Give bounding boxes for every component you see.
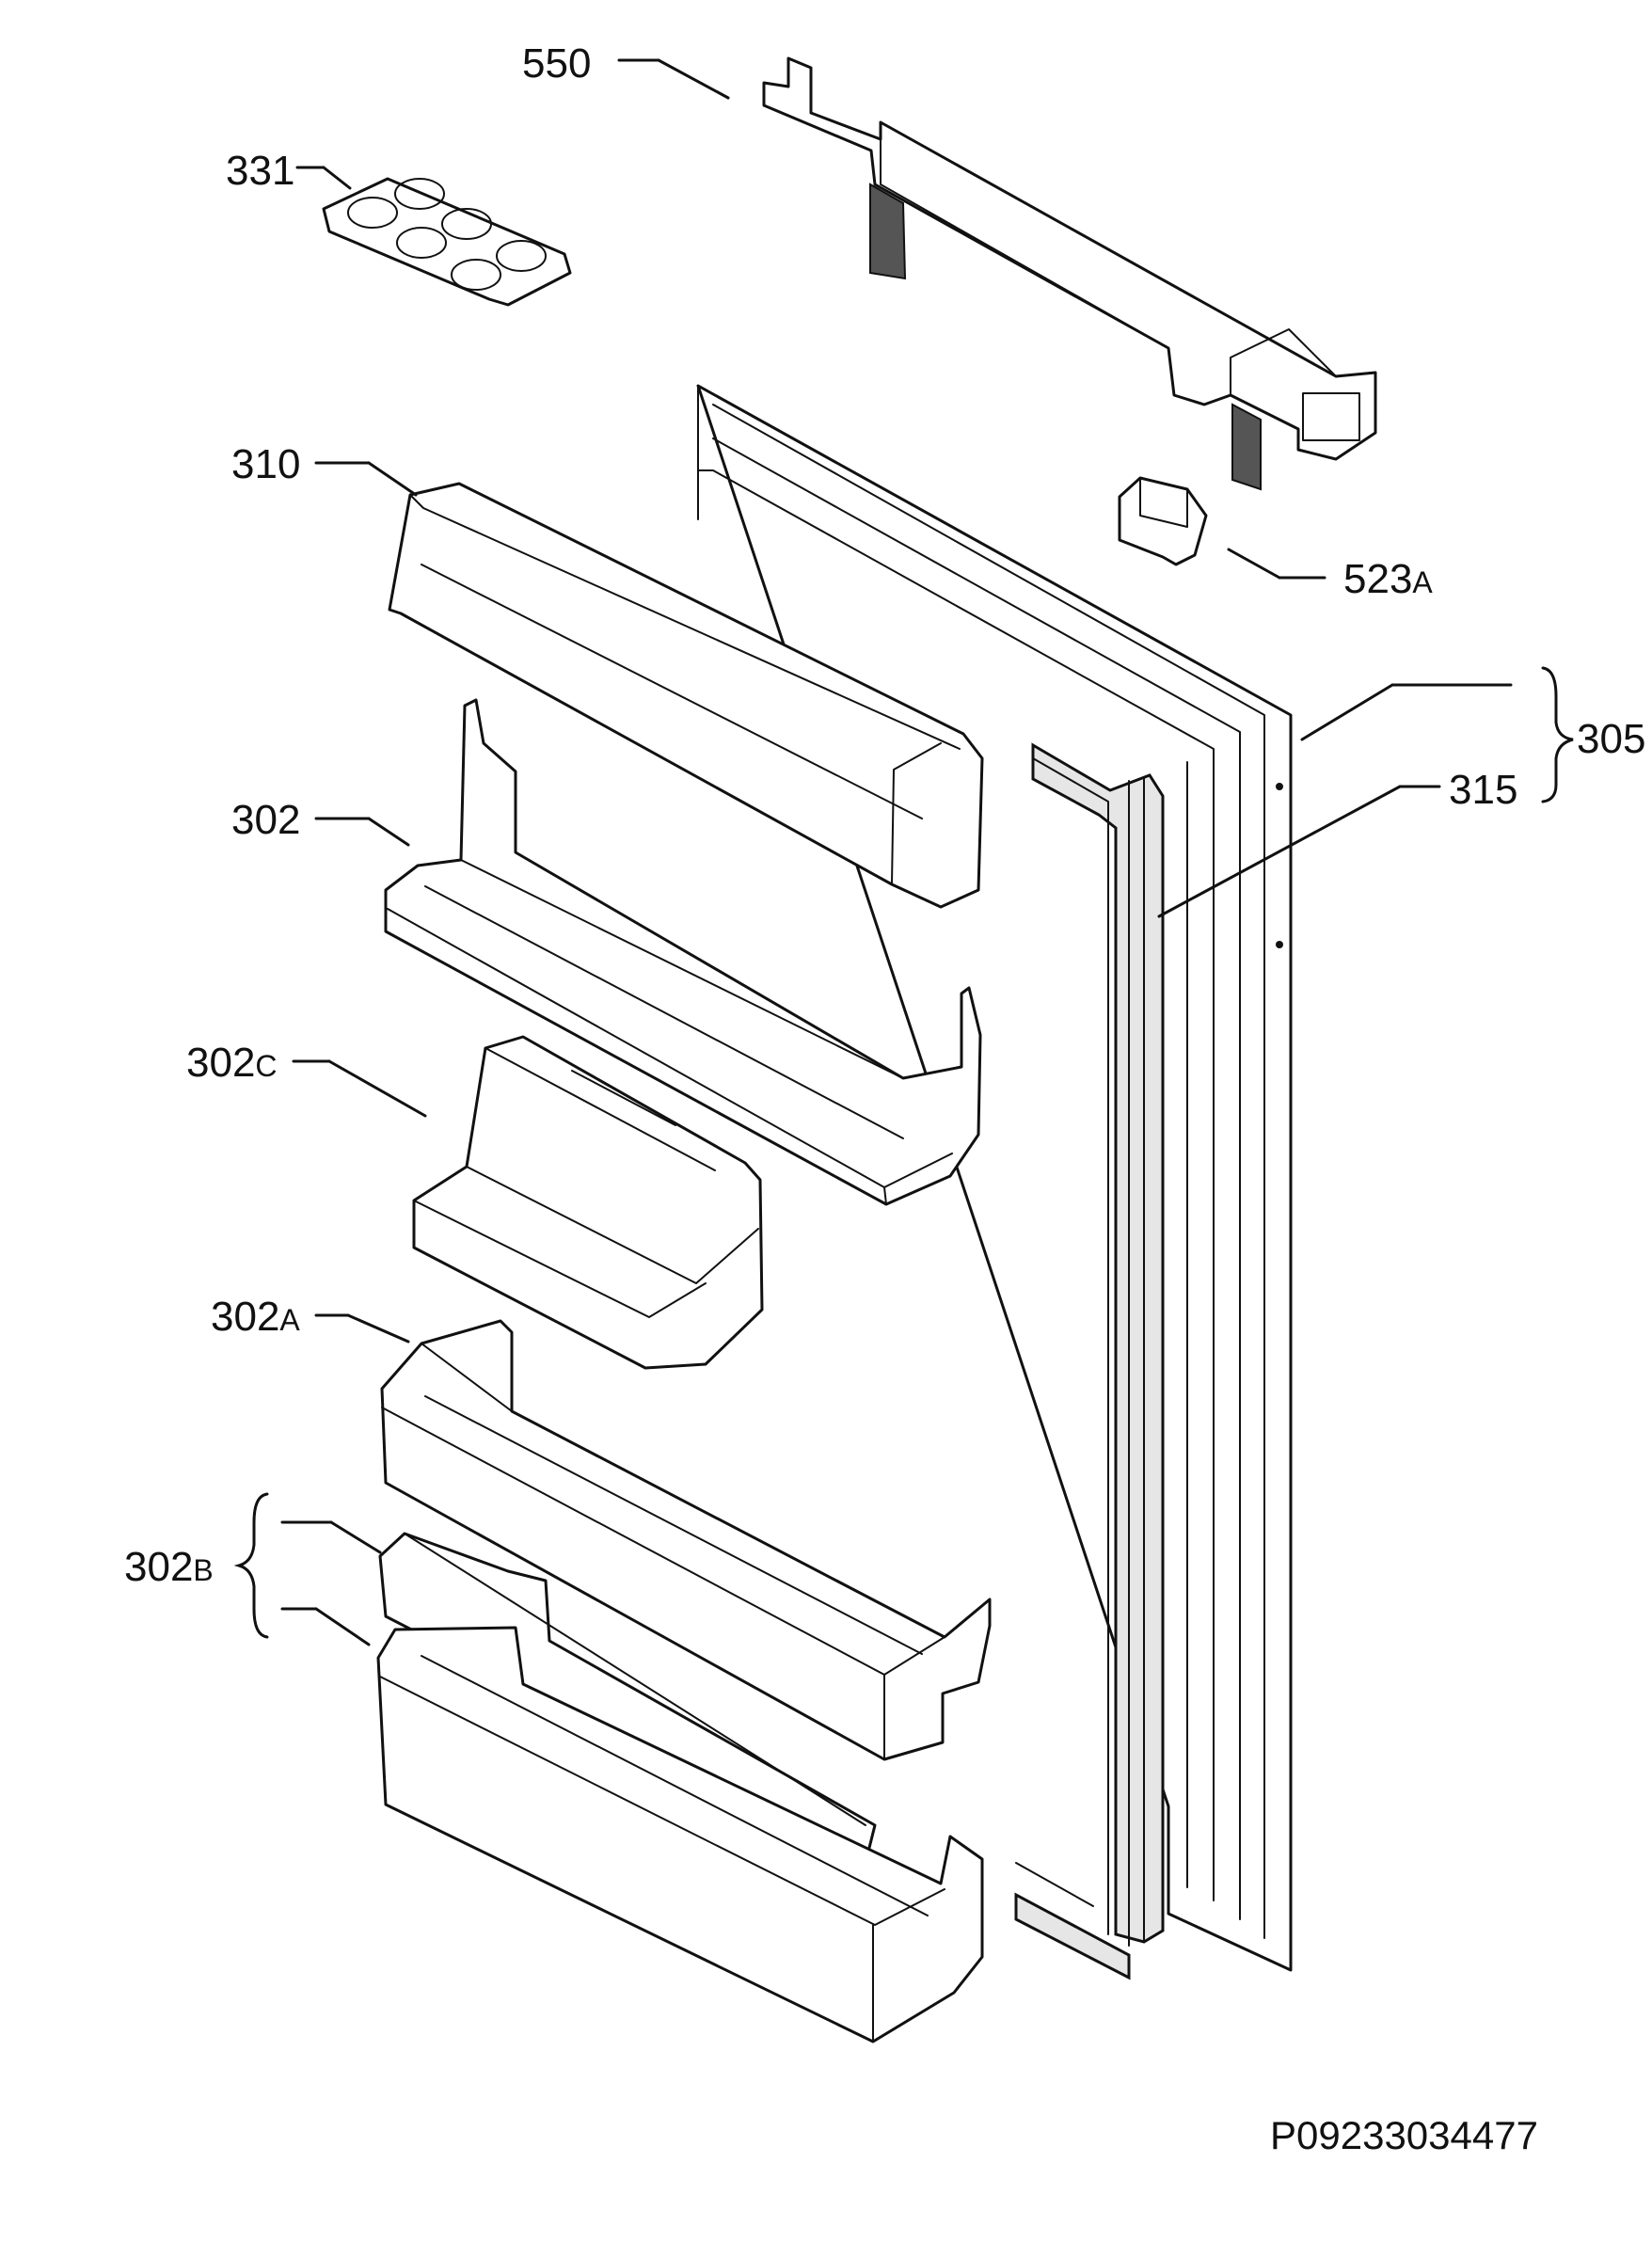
- label-331: 331: [226, 148, 294, 194]
- label-302: 302: [231, 797, 300, 843]
- leader-305: [1300, 683, 1394, 741]
- leader-331-diag: [322, 166, 352, 190]
- part-302-door-shelf: [384, 698, 982, 1206]
- leader-302b-bottom-diag: [314, 1607, 371, 1646]
- part-315-gasket: [1014, 742, 1165, 1980]
- leader-302c-diag: [327, 1059, 427, 1118]
- part-302a-door-shelf: [380, 1319, 992, 1761]
- reference-code: P09233034477: [1270, 2113, 1538, 2157]
- brace-305: [1541, 666, 1574, 803]
- label-550: 550: [522, 40, 591, 87]
- part-523a-hinge-block: [1118, 476, 1208, 566]
- leader-310-diag: [367, 461, 418, 497]
- leader-550-diag: [657, 58, 730, 100]
- label-302c: 302C: [186, 1040, 278, 1086]
- leader-315: [1157, 785, 1402, 918]
- leader-302b-top-diag: [329, 1520, 382, 1554]
- label-315: 315: [1449, 767, 1517, 813]
- part-302c-small-bin: [412, 1035, 764, 1370]
- label-305: 305: [1577, 716, 1645, 762]
- part-310-dairy-lid: [388, 482, 984, 909]
- part-550-hinge-cover: [762, 56, 1377, 491]
- label-302a: 302A: [211, 1294, 300, 1340]
- label-302b: 302B: [124, 1544, 214, 1590]
- label-310: 310: [231, 441, 300, 487]
- label-523a: 523A: [1343, 556, 1433, 602]
- leader-302-diag: [367, 817, 410, 847]
- brace-302b: [233, 1492, 269, 1639]
- leader-523a: [1227, 548, 1281, 580]
- part-302b-door-shelves: [376, 1532, 984, 2043]
- part-305-door-frame: [696, 384, 1293, 1972]
- part-331-egg-tray: [322, 177, 572, 307]
- leader-302a-diag: [346, 1313, 410, 1344]
